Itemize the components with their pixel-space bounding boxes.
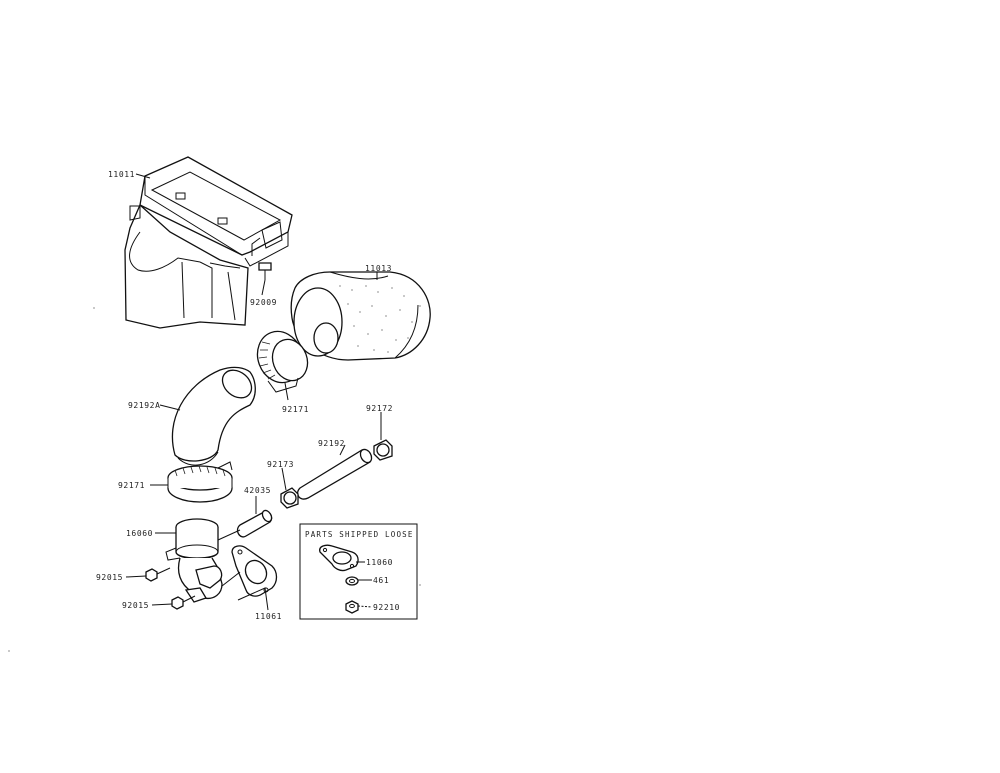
label-16060: 16060 (126, 529, 153, 538)
leader-cover: 11011 (108, 170, 151, 179)
label-11011: 11011 (108, 170, 135, 179)
small-clamp-top-right: 92172 (366, 404, 393, 461)
small-clamp-92173: 92173 (267, 460, 299, 509)
label-92009: 92009 (250, 298, 277, 307)
label-92173: 92173 (267, 460, 294, 469)
label-11013: 11013 (365, 264, 392, 273)
air-cleaner-cover (124, 156, 293, 329)
nut-92210: 92210 (345, 600, 400, 614)
elbow-hose: 92192A (128, 366, 256, 466)
air-filter-element: 11013 (290, 264, 431, 361)
hose-clamp-upper: 92171 (256, 330, 309, 414)
stray-dot (419, 584, 421, 586)
fitting-42035: 42035 (236, 486, 273, 538)
label-92015-lower: 92015 (122, 601, 149, 610)
loose-box-title: PARTS SHIPPED LOOSE (305, 530, 414, 539)
label-11061: 11061 (255, 612, 282, 621)
loose-label-1: 11060 (366, 558, 393, 567)
nut-92015-upper: 92015 (96, 567, 171, 582)
label-92172: 92172 (366, 404, 393, 413)
loose-box-border (299, 523, 418, 620)
label-92192: 92192 (318, 439, 345, 448)
loose-label-2: 461 (373, 576, 389, 585)
gasket-11061: 11061 (221, 545, 282, 621)
parts-shipped-loose-box: PARTS SHIPPED LOOSE 11060 461 92210 (299, 523, 418, 620)
loose-label-3: 92210 (373, 603, 400, 612)
nut-92015-lower: 92015 (122, 595, 196, 610)
label-92171-lower: 92171 (118, 481, 145, 490)
hose-clamp-lower: 92171 (118, 461, 233, 503)
label-42035: 42035 (244, 486, 271, 495)
breather-hose: 92192 (296, 439, 373, 500)
label-92171-upper: 92171 (282, 405, 309, 414)
bolt-92009: 92009 (250, 262, 277, 307)
stray-dot (8, 650, 10, 652)
stray-dot (93, 307, 95, 309)
washer-461: 461 (345, 576, 389, 586)
label-92015-upper: 92015 (96, 573, 123, 582)
air-cleaner-base: 16060 (126, 518, 241, 603)
label-92192A: 92192A (128, 401, 161, 410)
gasket-11060: 11060 (319, 544, 393, 572)
